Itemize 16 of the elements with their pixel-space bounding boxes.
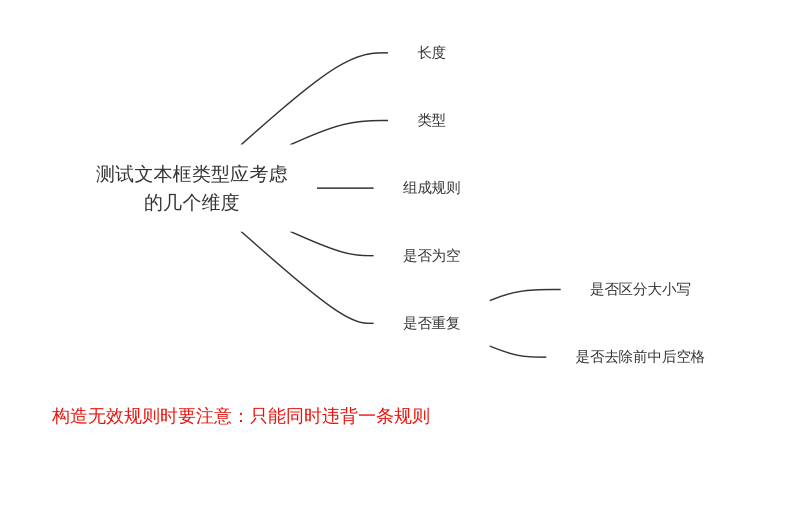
node-text: 类型 bbox=[417, 112, 446, 129]
connector bbox=[290, 230, 374, 256]
connector bbox=[316, 187, 374, 189]
connector bbox=[488, 288, 562, 302]
connector bbox=[488, 345, 547, 358]
node-text: 长度 bbox=[417, 44, 446, 62]
note-text: 构造无效规则时要注意：只能同时违背一条规则 bbox=[52, 405, 430, 428]
node-text: 组成规则 bbox=[402, 179, 460, 196]
node-text: 是否为空 bbox=[402, 246, 460, 264]
connector bbox=[290, 120, 388, 146]
node-text: 测试文本框类型应考虑的几个维度 bbox=[96, 162, 288, 214]
connector bbox=[240, 52, 388, 146]
node-text: 是否重复 bbox=[402, 314, 460, 332]
connector bbox=[240, 230, 374, 324]
node-text: 是否去除前中后空格 bbox=[576, 348, 706, 366]
node-text: 是否区分大小写 bbox=[590, 280, 691, 298]
